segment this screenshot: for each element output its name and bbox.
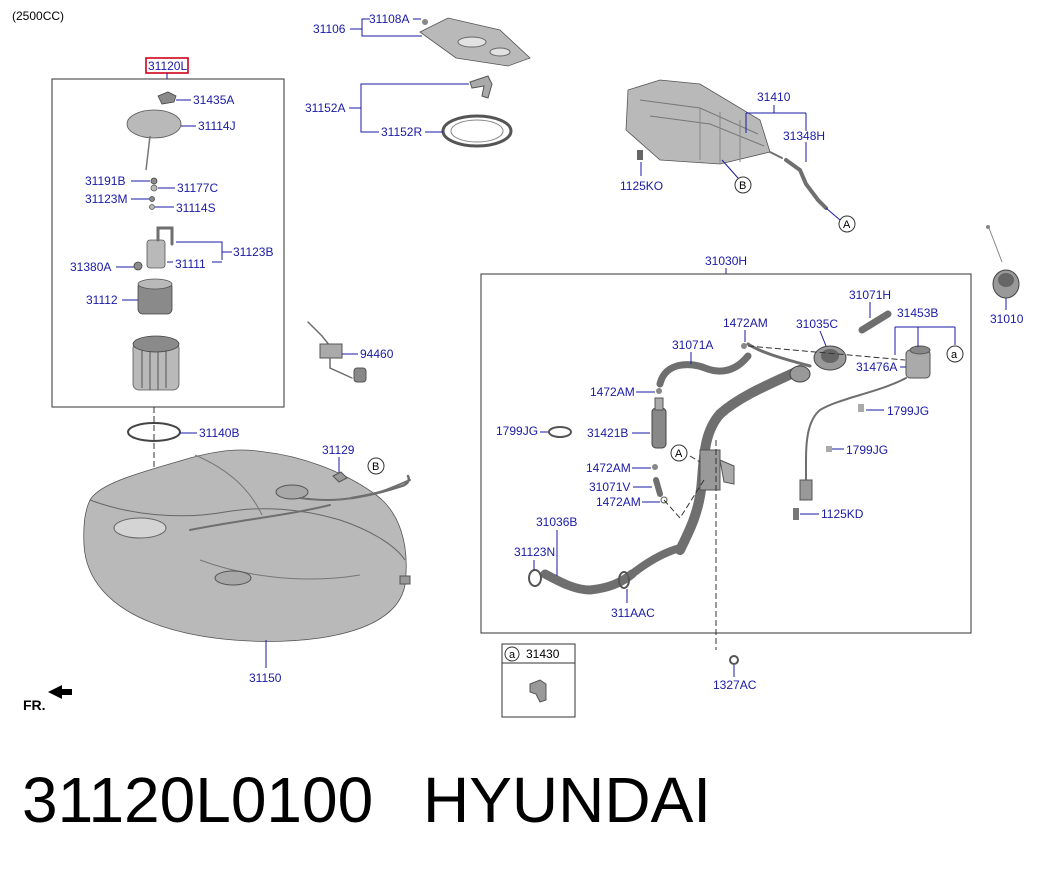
callout-31476A[interactable]: 31476A: [856, 360, 897, 374]
callout-31123M[interactable]: 31123M: [85, 192, 127, 206]
clamp-1472AM-d: [660, 496, 668, 504]
callout-1799JG-mid[interactable]: 1799JG: [846, 443, 888, 457]
callout-311AAC[interactable]: 311AAC: [611, 606, 655, 620]
check-valve-part: [651, 397, 667, 449]
ref-marker-a-canister-text: A: [843, 219, 851, 231]
inset-ref-marker-a: [504, 646, 520, 662]
callout-1799JG-left[interactable]: 1799JG: [496, 424, 538, 438]
ref-marker-a-box: [946, 345, 964, 363]
filler-housing-part: [813, 345, 847, 371]
actuator-part: [799, 345, 931, 501]
pump-flange-part: [126, 91, 182, 391]
callout-1125KO[interactable]: 1125KO: [620, 179, 663, 193]
ref-marker-b-tank-text: B: [372, 461, 379, 473]
callout-31071A[interactable]: 31071A: [672, 338, 713, 352]
callout-31348H[interactable]: 31348H: [783, 129, 825, 143]
callout-31112[interactable]: 31112: [86, 293, 118, 307]
ref-marker-b-canister-text: B: [739, 180, 746, 192]
callout-31140B[interactable]: 31140B: [199, 426, 239, 440]
ref-marker-a-box-text: a: [951, 349, 958, 361]
callout-31120L[interactable]: 31120L: [148, 59, 187, 73]
callout-1327AC[interactable]: 1327AC: [713, 678, 757, 692]
callout-31129[interactable]: 31129: [322, 443, 355, 457]
callout-31071H[interactable]: 31071H: [849, 288, 891, 302]
callout-31010[interactable]: 31010: [990, 312, 1024, 326]
callout-31453B[interactable]: 31453B: [897, 306, 938, 320]
brand-name: HYUNDAI: [423, 764, 711, 836]
callout-31152R[interactable]: 31152R: [381, 125, 422, 139]
callout-31071V[interactable]: 31071V: [589, 480, 630, 494]
callout-31108A[interactable]: 31108A: [369, 12, 409, 26]
fuel-cap-part: [986, 225, 1020, 299]
inset-ref-marker-a-text: a: [509, 649, 516, 661]
clip-1799JG-c: [826, 446, 832, 452]
callout-31123N[interactable]: 31123N: [514, 545, 555, 559]
clip-31129-part: [332, 471, 348, 483]
cover-bolt-part: [422, 19, 429, 25]
ref-marker-a-neck-text: A: [675, 448, 683, 460]
clamp-1472AM-a: [741, 343, 747, 349]
callout-31111[interactable]: 31111: [175, 257, 206, 271]
pump-module-box: [51, 78, 285, 408]
callout-31106[interactable]: 31106: [313, 22, 346, 36]
ref-marker-b-tank: [367, 457, 385, 475]
engine-note: (2500CC): [12, 9, 64, 23]
callout-31435A[interactable]: 31435A: [193, 93, 234, 107]
ref-marker-a-neck: [670, 444, 688, 462]
clamp-1472AM-b: [656, 388, 662, 394]
callout-31152A[interactable]: 31152A: [305, 101, 345, 115]
callout-1472AM-top[interactable]: 1472AM: [723, 316, 768, 330]
filler-neck-box: [480, 273, 972, 634]
clip-1799JG-b: [858, 404, 864, 412]
callout-31191B[interactable]: 31191B: [85, 174, 125, 188]
seal-ring-part: [127, 422, 181, 442]
front-label: FR.: [23, 697, 46, 713]
callout-31410[interactable]: 31410: [757, 90, 791, 104]
front-arrow-icon: [48, 685, 72, 699]
callout-31030H[interactable]: 31030H: [705, 254, 747, 268]
ref-marker-a-canister: [838, 215, 856, 233]
callout-94460[interactable]: 94460: [360, 347, 394, 361]
callout-31114S[interactable]: 31114S: [176, 201, 216, 215]
callout-31177C[interactable]: 31177C: [177, 181, 218, 195]
fuel-tank-part: [83, 449, 411, 642]
fuel-sender-part: [307, 321, 367, 383]
part-number: 31120L0100: [22, 764, 373, 836]
callout-31421B[interactable]: 31421B: [587, 426, 628, 440]
nut-1327AC: [729, 655, 739, 665]
callout-1799JG-right[interactable]: 1799JG: [887, 404, 929, 418]
ref-marker-b-canister: [734, 176, 752, 194]
callout-1472AM-bottom[interactable]: 1472AM: [596, 495, 641, 509]
callout-1472AM-lower[interactable]: 1472AM: [586, 461, 631, 475]
canister-part: [625, 79, 828, 210]
inset-box-31430: [501, 643, 576, 718]
tank-cover-part: [419, 17, 531, 148]
callout-31150[interactable]: 31150: [249, 671, 282, 685]
bracket-31430-part: [529, 679, 547, 703]
filler-neck-part: [675, 365, 811, 555]
bolt-1125KD: [793, 508, 799, 520]
callout-1472AM-mid[interactable]: 1472AM: [590, 385, 635, 399]
callout-1125KD[interactable]: 1125KD: [821, 507, 864, 521]
callout-31430[interactable]: 31430: [526, 647, 560, 661]
callout-31035C[interactable]: 31035C: [796, 317, 838, 331]
callout-31114J[interactable]: 31114J: [198, 119, 236, 133]
callout-31123B[interactable]: 31123B: [233, 245, 273, 259]
clamp-1472AM-c: [652, 464, 658, 470]
callout-31380A[interactable]: 31380A: [70, 260, 111, 274]
callout-31036B[interactable]: 31036B: [536, 515, 577, 529]
clip-1799JG-a: [548, 426, 572, 438]
